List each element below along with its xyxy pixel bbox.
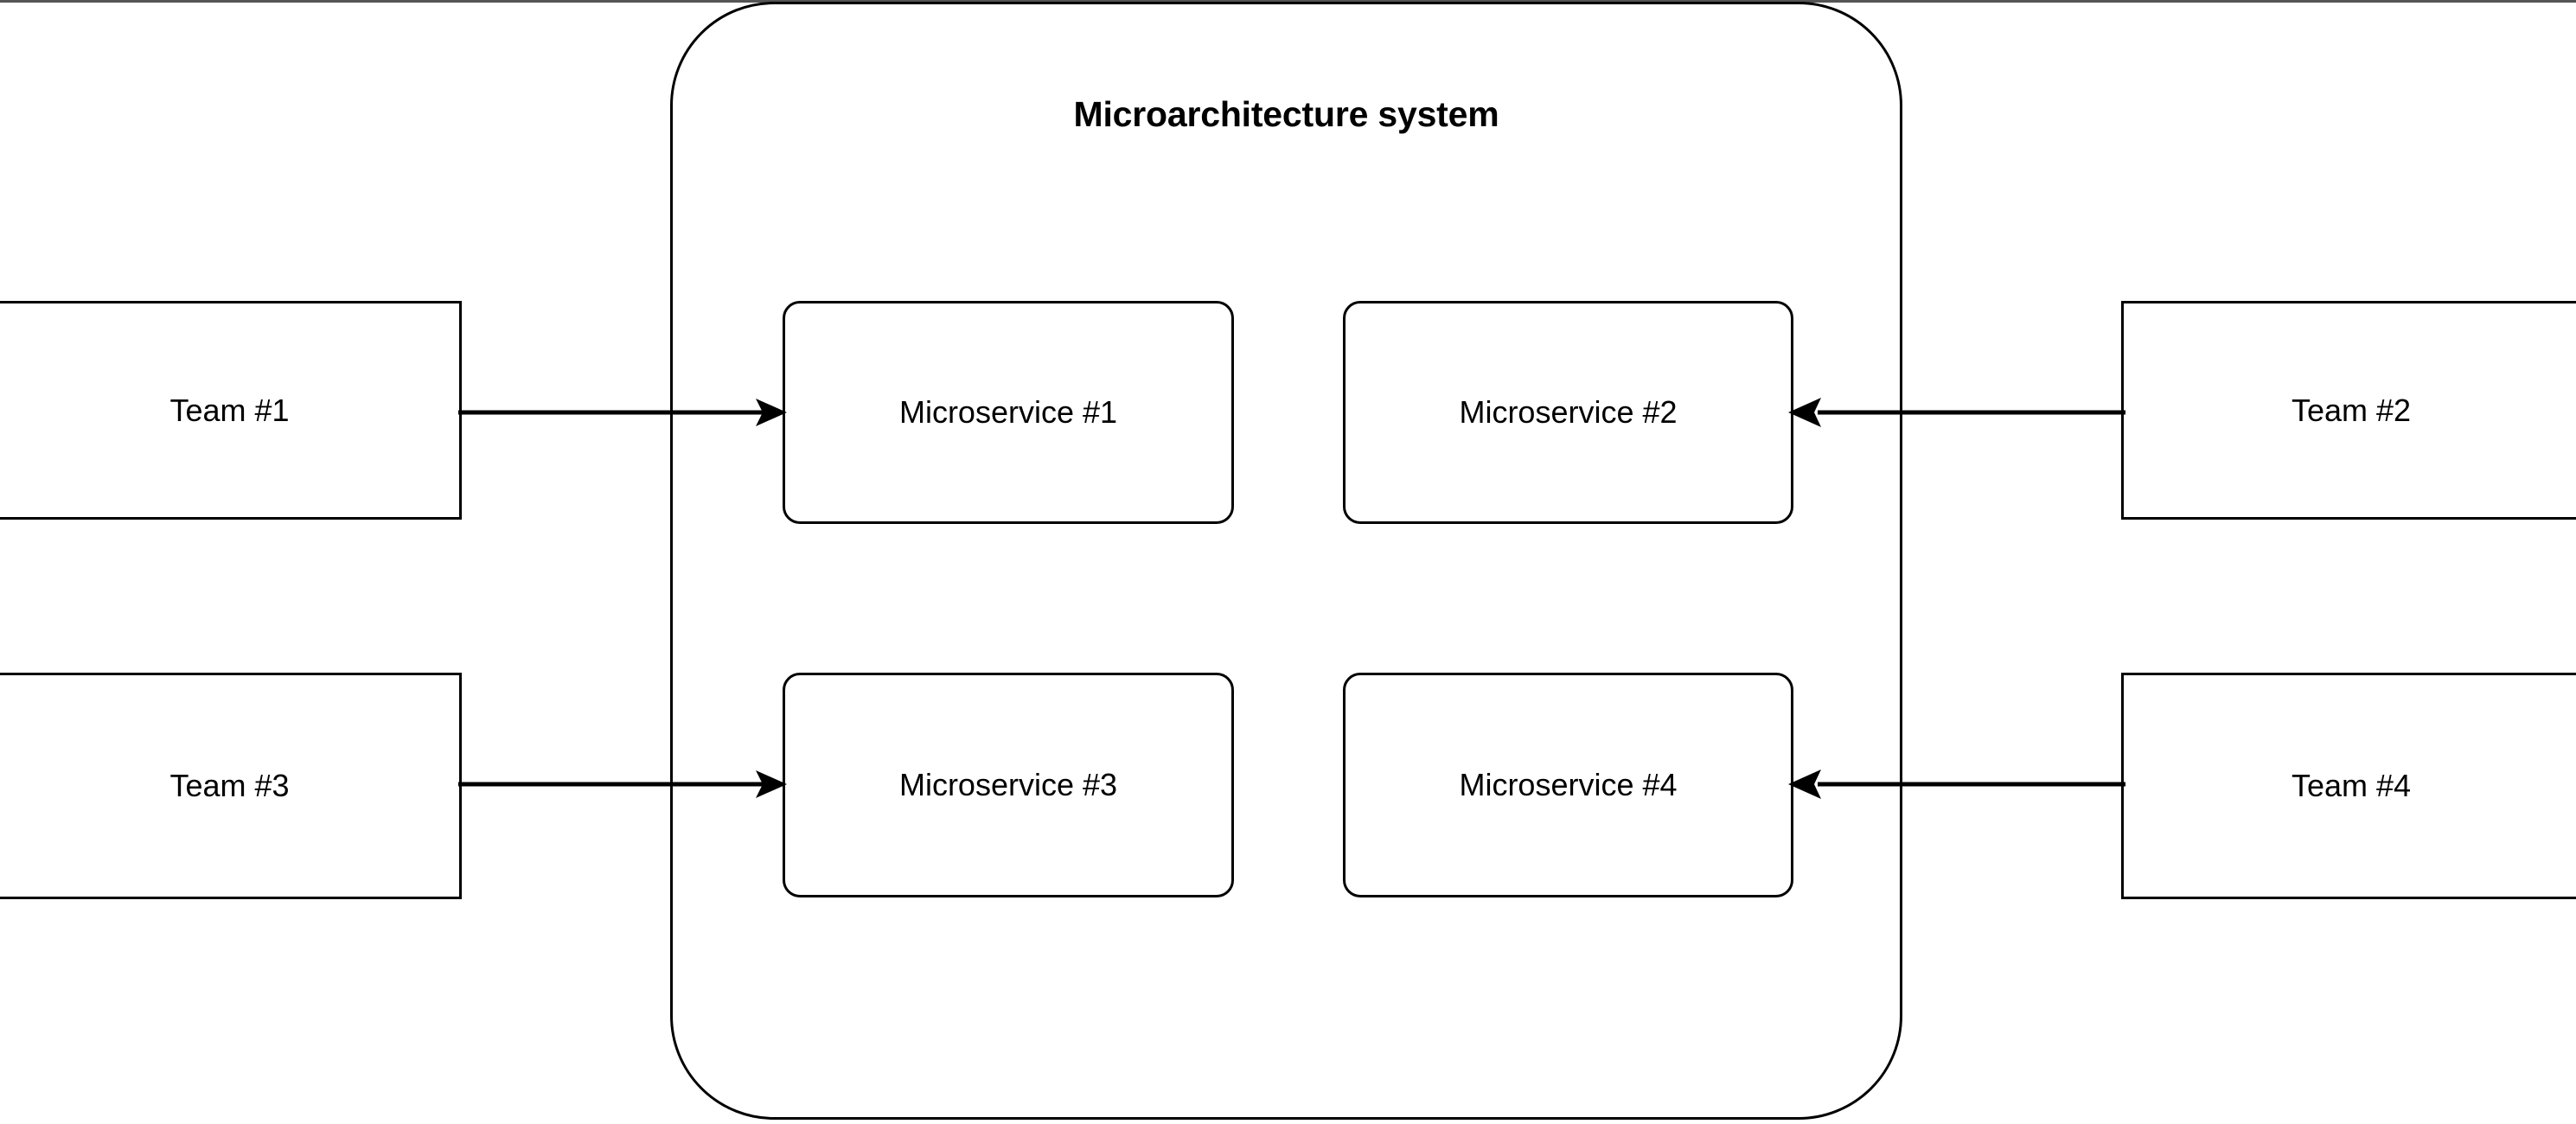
team-1-label: Team #1	[169, 392, 290, 428]
microservice-1-label: Microservice #1	[898, 394, 1118, 430]
microservice-2-label: Microservice #2	[1459, 394, 1678, 430]
microservice-3-label: Microservice #3	[898, 767, 1118, 802]
team-box-3[interactable]: Team #3	[0, 673, 462, 899]
team-box-1[interactable]: Team #1	[0, 301, 462, 520]
team-box-4[interactable]: Team #4	[2121, 673, 2576, 899]
team-box-2[interactable]: Team #2	[2121, 301, 2576, 520]
microservice-4-label: Microservice #4	[1459, 767, 1678, 802]
team-4-label: Team #4	[2291, 768, 2412, 803]
microservice-box-2[interactable]: Microservice #2	[1343, 301, 1793, 524]
microservice-box-3[interactable]: Microservice #3	[783, 673, 1234, 897]
microservice-box-4[interactable]: Microservice #4	[1343, 673, 1793, 897]
microservice-box-1[interactable]: Microservice #1	[783, 301, 1234, 524]
top-divider-rule	[0, 0, 2576, 3]
system-title: Microarchitecture system	[1073, 94, 1499, 134]
team-3-label: Team #3	[169, 768, 290, 803]
system-boundary-container[interactable]	[670, 2, 1902, 1120]
team-2-label: Team #2	[2291, 392, 2412, 428]
